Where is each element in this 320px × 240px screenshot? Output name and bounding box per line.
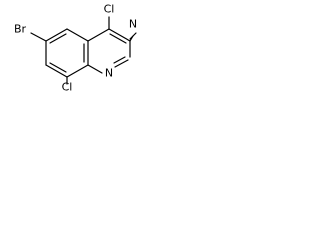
bond-c6-c5-inner bbox=[49, 33, 67, 44]
bond-c5-c4a bbox=[66, 28, 89, 42]
bond-c8-c7-inner bbox=[49, 62, 67, 73]
chlorine-bottom-atom-label: Cl bbox=[62, 81, 73, 94]
bond-c4a-c4 bbox=[87, 28, 110, 42]
bond-c8-c7 bbox=[45, 64, 68, 78]
bond-c4-c3-inner bbox=[109, 33, 127, 44]
chlorine-top-atom-label: Cl bbox=[104, 3, 115, 16]
bond-n1-c8a bbox=[87, 64, 103, 74]
bond-c6-br bbox=[30, 32, 47, 42]
nitrile-nitrogen-atom-label: N bbox=[129, 18, 137, 31]
bond-c8a-c8 bbox=[66, 64, 89, 78]
bromine-atom-label: Br bbox=[14, 23, 27, 36]
bond-c3-nitrile-2 bbox=[129, 32, 137, 40]
bond-c6-c5 bbox=[45, 28, 68, 42]
bond-c2-n1-inner bbox=[113, 56, 126, 64]
ring-nitrogen-atom-label: N bbox=[105, 67, 113, 80]
quinoline-structure-diagram: Br Cl Cl N N bbox=[14, 3, 137, 94]
bond-c4-c3 bbox=[108, 28, 131, 42]
bond-c2-n1 bbox=[114, 59, 129, 68]
